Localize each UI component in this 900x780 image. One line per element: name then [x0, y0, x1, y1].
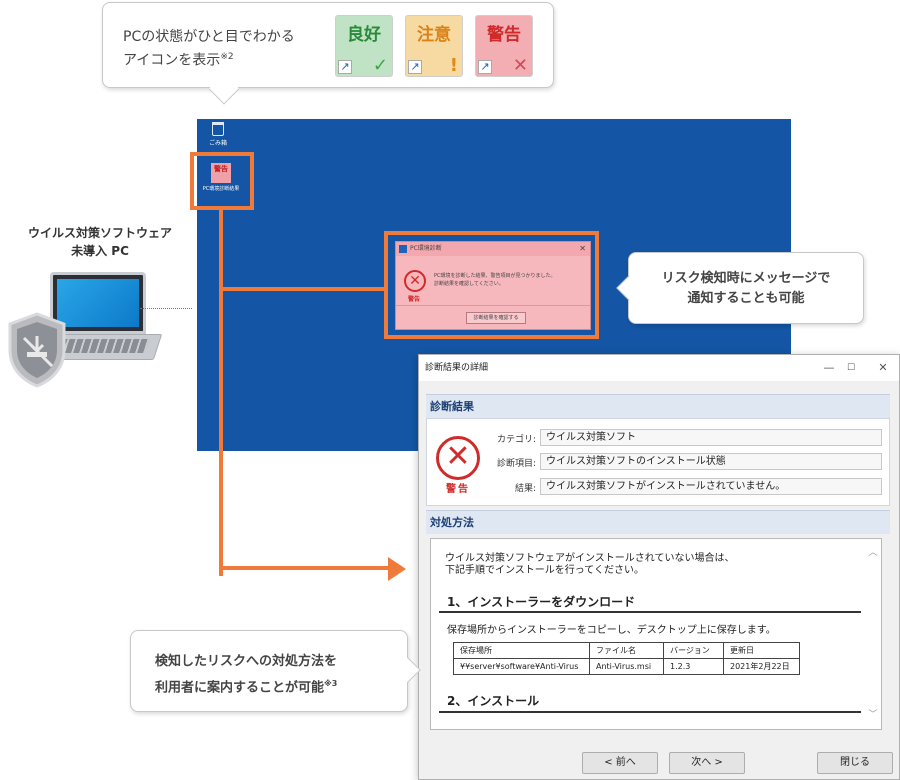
check-icon: ✓ — [372, 55, 388, 76]
recycle-bin-label: ごみ箱 — [208, 140, 227, 147]
shortcut-arrow-icon: ↗ — [408, 60, 422, 74]
result-label: 結果: — [514, 484, 536, 494]
prev-button[interactable]: < 前へ — [582, 752, 658, 774]
close-icon[interactable]: ✕ — [878, 361, 888, 374]
remedy-intro: ウイルス対策ソフトウェアがインストールされていない場合は、 下記手順でインストー… — [445, 553, 735, 577]
remedy-document[interactable]: ウイルス対策ソフトウェアがインストールされていない場合は、 下記手順でインストー… — [430, 538, 882, 730]
connector-arrowhead — [388, 557, 406, 581]
section-remedy: 対処方法 — [426, 510, 890, 534]
connector-vertical — [219, 210, 223, 576]
step1-heading: 1、インストーラーをダウンロード — [447, 595, 636, 609]
recycle-bin-graphic — [212, 122, 224, 136]
section-diagnosis-result: 診断結果 — [426, 394, 890, 418]
laptop-caption: ウイルス対策ソフトウェア 未導入 PC — [10, 224, 190, 260]
notification-titlebar: PC環境診断 ✕ — [396, 242, 590, 256]
cross-icon: ✕ — [512, 55, 528, 76]
notification-message: PC環境を診断した結果、警告項目が見つかりました。 診断結果を確認してください。 — [434, 272, 556, 288]
notification-dialog: PC環境診断 ✕ ✕ 警告 PC環境を診断した結果、警告項目が見つかりました。 … — [395, 241, 591, 330]
step1-rule — [439, 611, 861, 613]
callout-line1: 検知したリスクへの対処方法を — [155, 654, 338, 669]
step2-heading: 2、インストール — [447, 694, 540, 708]
shortcut-arrow-icon: ↗ — [478, 60, 492, 74]
warning-status-icon: 警告 ↗ ✕ — [475, 15, 533, 77]
close-icon[interactable]: ✕ — [579, 244, 586, 253]
remedy-intro-line1: ウイルス対策ソフトウェアがインストールされていない場合は、 — [445, 553, 735, 564]
notification-button-bar: 診断結果を確認する — [396, 305, 590, 329]
notification-callout: リスク検知時にメッセージで 通知することも可能 — [616, 252, 864, 324]
category-field: ウイルス対策ソフト — [540, 429, 882, 446]
table-cell: 1.2.3 — [663, 658, 724, 675]
next-button[interactable]: 次へ > — [669, 752, 745, 774]
close-button[interactable]: 閉じる — [817, 752, 893, 774]
notification-warn-label: 警告 — [408, 296, 421, 303]
result-field: ウイルス対策ソフトがインストールされていません。 — [540, 478, 882, 495]
notification-title: PC環境診断 — [410, 245, 442, 252]
callout-line1: リスク検知時にメッセージで — [661, 271, 831, 286]
diagnosis-item-field: ウイルス対策ソフトのインストール状態 — [540, 453, 882, 470]
window-titlebar: 診断結果の詳細 — [419, 355, 899, 381]
pc-icon-badge: 警告 — [211, 163, 231, 183]
scroll-down-icon[interactable]: ﹀ — [868, 710, 878, 720]
status-icons-callout: PCの状態がひと目でわかる アイコンを表示※2 良好 ↗ ✓ 注意 ↗ ! 警告… — [102, 2, 554, 105]
error-icon: ✕ — [404, 270, 426, 292]
connector-to-window — [219, 566, 391, 570]
good-status-icon: 良好 ↗ ✓ — [335, 15, 393, 77]
installer-table: 保存場所 ファイル名 バージョン 更新日 ¥¥server¥software¥A… — [453, 642, 800, 675]
good-label: 良好 — [347, 25, 381, 45]
diagnosis-item-label: 診断項目: — [496, 459, 536, 469]
notification-line2: 診断結果を確認してください。 — [434, 281, 504, 287]
table-header: ファイル名 — [589, 642, 664, 659]
shield-disabled-icon — [8, 312, 66, 388]
callout-line2: 利用者に案内することが可能 — [155, 680, 325, 696]
laptop-caption-line1: ウイルス対策ソフトウェア — [27, 226, 172, 240]
table-header: バージョン — [663, 642, 724, 659]
table-cell: 2021年2月22日 — [723, 658, 800, 675]
pc-diagnosis-desktop-icon[interactable]: 警告 PC環境診断結果 — [201, 163, 241, 201]
scroll-up-icon[interactable]: ︿ — [868, 548, 878, 558]
callout-line2: アイコンを表示 — [123, 52, 221, 69]
table-header-row: 保存場所 ファイル名 バージョン 更新日 — [453, 642, 800, 659]
callout-tail — [208, 73, 240, 105]
warning-label: 警告 — [487, 25, 521, 45]
icon-highlight-frame — [190, 152, 254, 210]
caution-label: 注意 — [417, 25, 451, 45]
minimize-icon[interactable]: — — [823, 361, 835, 374]
callout-line1: PCの状態がひと目でわかる — [123, 29, 295, 45]
step1-text: 保存場所からインストーラーをコピーし、デスクトップ上に保存します。 — [447, 625, 776, 636]
callout-text: リスク検知時にメッセージで 通知することも可能 — [629, 269, 863, 309]
category-label: カテゴリ: — [496, 435, 536, 445]
warn-label: 警告 — [446, 484, 470, 495]
callout-text: 検知したリスクへの対処方法を 利用者に案内することが可能※3 — [155, 651, 337, 699]
laptop-screen — [50, 272, 146, 334]
check-results-button[interactable]: 診断結果を確認する — [466, 312, 526, 324]
remedy-intro-line2: 下記手順でインストールを行ってください。 — [445, 565, 644, 576]
exclamation-icon: ! — [449, 55, 458, 76]
remedy-callout: 検知したリスクへの対処方法を 利用者に案内することが可能※3 — [130, 630, 421, 712]
connector-to-notification — [219, 287, 385, 291]
dotted-link-line — [140, 308, 192, 309]
pc-icon-label: PC環境診断結果 — [202, 186, 240, 192]
callout-tail — [395, 657, 421, 683]
table-cell: Anti-Virus.msi — [589, 658, 664, 675]
footnote-marker: ※3 — [324, 679, 338, 688]
shortcut-arrow-icon: ↗ — [338, 60, 352, 74]
window-title: 診断結果の詳細 — [425, 363, 489, 373]
maximize-icon[interactable]: ☐ — [846, 363, 856, 373]
laptop-caption-line2: 未導入 PC — [71, 244, 129, 258]
table-row: ¥¥server¥software¥Anti-Virus Anti-Virus.… — [453, 658, 800, 675]
callout-text: PCの状態がひと目でわかる アイコンを表示※2 — [123, 27, 295, 71]
caution-status-icon: 注意 ↗ ! — [405, 15, 463, 77]
footnote-marker: ※2 — [220, 52, 234, 62]
notification-line1: PC環境を診断した結果、警告項目が見つかりました。 — [434, 273, 556, 279]
recycle-bin-icon[interactable]: ごみ箱 — [206, 122, 230, 152]
table-header: 保存場所 — [453, 642, 590, 659]
error-icon: ✕ — [436, 436, 480, 480]
step2-rule — [439, 711, 861, 713]
table-cell: ¥¥server¥software¥Anti-Virus — [453, 658, 590, 675]
document-scrollbar[interactable]: ︿ ﹀ — [865, 539, 881, 729]
table-header: 更新日 — [723, 642, 800, 659]
callout-line2: 通知することも可能 — [687, 291, 805, 306]
app-icon — [399, 245, 407, 253]
